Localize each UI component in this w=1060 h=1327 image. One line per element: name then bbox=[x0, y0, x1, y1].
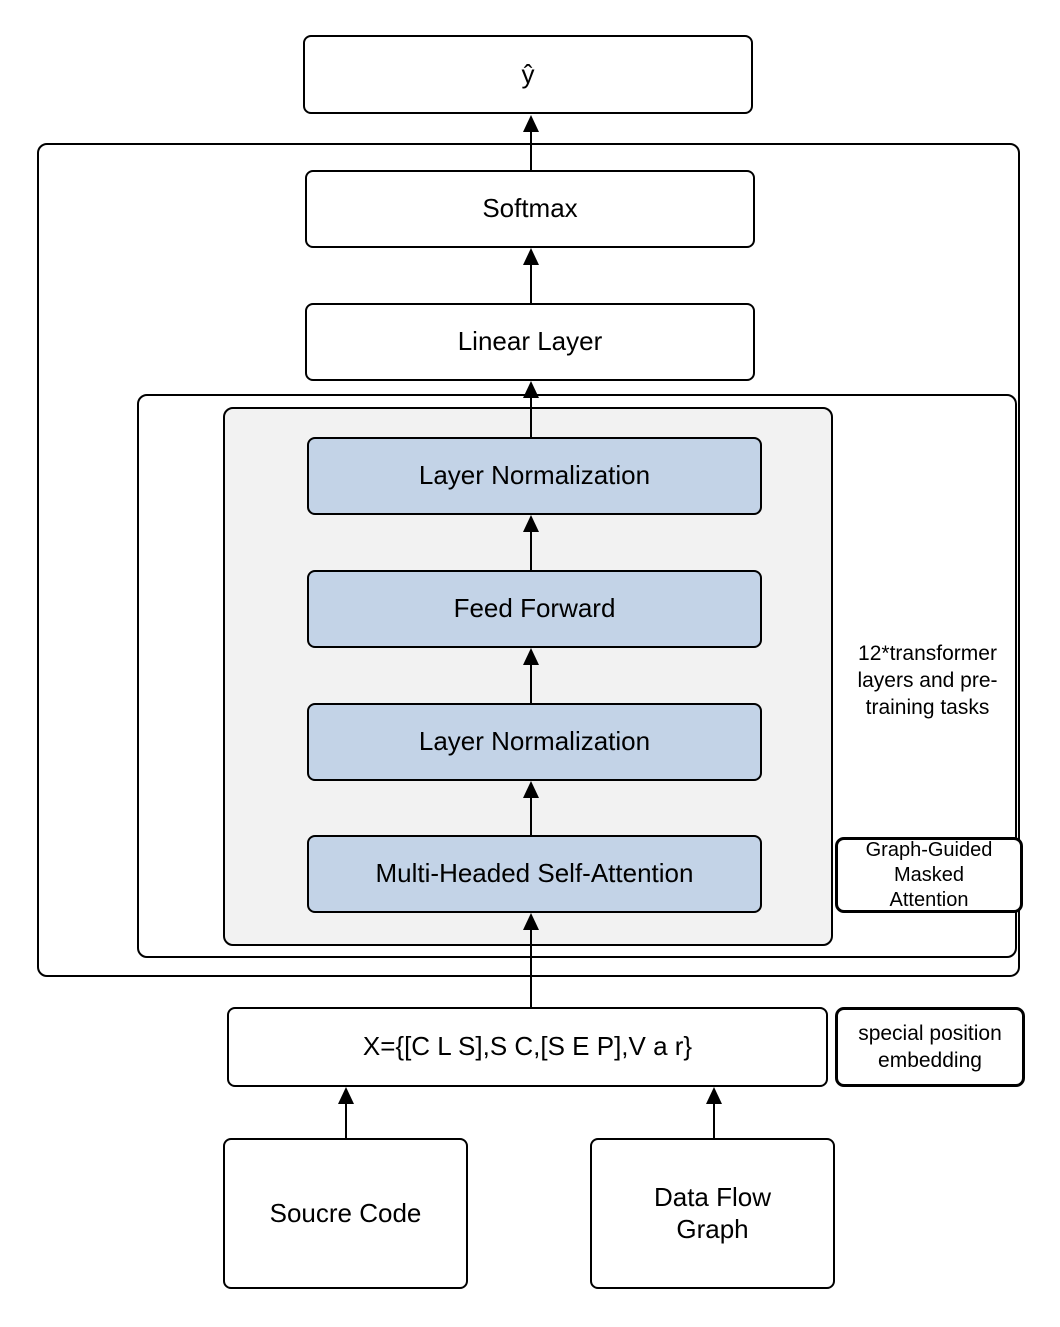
source-code-box: Soucre Code bbox=[223, 1138, 468, 1289]
feed-forward-label: Feed Forward bbox=[453, 593, 616, 624]
arrow-shaft bbox=[530, 260, 532, 303]
arrowhead-icon bbox=[523, 913, 539, 930]
linear-layer-box: Linear Layer bbox=[305, 303, 755, 381]
arrowhead-icon bbox=[706, 1087, 722, 1104]
linear-layer-label: Linear Layer bbox=[457, 326, 603, 357]
arrow-shaft bbox=[530, 127, 532, 170]
arrow-attention-to-layernorm2 bbox=[523, 781, 539, 835]
arrowhead-icon bbox=[523, 515, 539, 532]
softmax-box: Softmax bbox=[305, 170, 755, 248]
data-flow-graph-box: Data Flow Graph bbox=[590, 1138, 835, 1289]
arrowhead-icon bbox=[523, 381, 539, 398]
arrowhead-icon bbox=[523, 115, 539, 132]
output-label: ŷ bbox=[521, 58, 535, 89]
source-code-label: Soucre Code bbox=[269, 1197, 422, 1228]
graph-guided-masked-attention-label: Graph-Guided Masked Attention bbox=[865, 838, 993, 911]
arrowhead-icon bbox=[338, 1087, 354, 1104]
input-box: X={[C L S],S C,[S E P],V a r} bbox=[227, 1007, 828, 1087]
arrow-shaft bbox=[530, 393, 532, 437]
transformer-layers-note: 12*transformer layers and pre- training … bbox=[857, 642, 998, 719]
softmax-label: Softmax bbox=[482, 193, 578, 224]
arrow-shaft bbox=[530, 660, 532, 703]
arrow-layernorm2-to-feedforward bbox=[523, 648, 539, 703]
layer-norm-bottom-box: Layer Normalization bbox=[307, 703, 762, 781]
arrowhead-icon bbox=[523, 648, 539, 665]
arrow-shaft bbox=[530, 527, 532, 570]
self-attention-box: Multi-Headed Self-Attention bbox=[307, 835, 762, 913]
arrow-shaft bbox=[345, 1099, 347, 1138]
arrowhead-icon bbox=[523, 248, 539, 265]
arrow-shaft bbox=[530, 793, 532, 835]
layer-norm-top-box: Layer Normalization bbox=[307, 437, 762, 515]
data-flow-graph-label: Data Flow Graph bbox=[653, 1182, 772, 1244]
arrow-feedforward-to-layernorm bbox=[523, 515, 539, 570]
arrow-shaft bbox=[713, 1099, 715, 1138]
arrow-input-to-attention bbox=[523, 913, 539, 1007]
layer-norm-top-label: Layer Normalization bbox=[418, 460, 651, 491]
arrow-softmax-to-output bbox=[523, 115, 539, 170]
input-label: X={[C L S],S C,[S E P],V a r} bbox=[362, 1031, 693, 1062]
arrow-dataflow-to-input bbox=[706, 1087, 722, 1138]
arrow-linear-to-softmax bbox=[523, 248, 539, 303]
output-box: ŷ bbox=[303, 35, 753, 114]
graph-guided-masked-attention-box: Graph-Guided Masked Attention bbox=[835, 837, 1023, 913]
layer-norm-bottom-label: Layer Normalization bbox=[418, 726, 651, 757]
feed-forward-box: Feed Forward bbox=[307, 570, 762, 648]
arrow-layernorm-to-linear bbox=[523, 381, 539, 437]
encoder-frame bbox=[137, 394, 1017, 958]
arrow-sourcecode-to-input bbox=[338, 1087, 354, 1138]
self-attention-label: Multi-Headed Self-Attention bbox=[375, 858, 694, 889]
arrowhead-icon bbox=[523, 781, 539, 798]
special-position-embedding-label: special position embedding bbox=[858, 1022, 1002, 1072]
special-position-embedding-box: special position embedding bbox=[835, 1007, 1025, 1087]
outer-frame bbox=[37, 143, 1020, 977]
arrow-shaft bbox=[530, 925, 532, 1007]
